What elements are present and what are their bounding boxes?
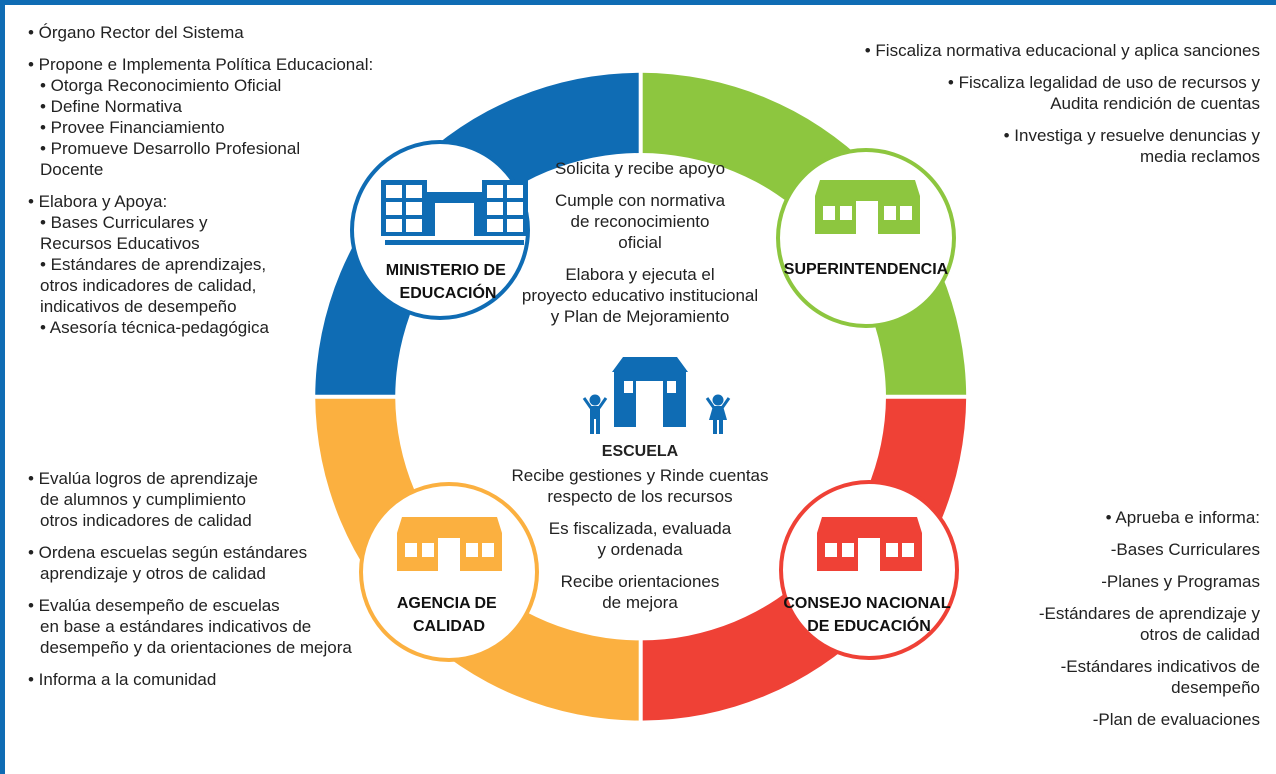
text-line: • Provee Financiamiento bbox=[40, 118, 225, 137]
text-line: -Bases Curriculares bbox=[1110, 540, 1260, 559]
text-line: de alumnos y cumplimiento bbox=[40, 490, 246, 509]
text-line: • Fiscaliza legalidad de uso de recursos… bbox=[947, 73, 1260, 92]
text-line: • Evalúa desempeño de escuelas bbox=[28, 596, 280, 615]
text-line: • Estándares de aprendizajes, bbox=[40, 255, 267, 274]
text-line: • Ordena escuelas según estándares bbox=[28, 543, 308, 562]
text-line: • Otorga Reconocimiento Oficial bbox=[40, 76, 282, 95]
agencia-description: • Evalúa logros de aprendizaje de alumno… bbox=[28, 468, 352, 690]
text-line: Cumple con normativa bbox=[554, 191, 726, 210]
text-line: • Propone e Implementa Política Educacio… bbox=[28, 55, 374, 74]
text-line: -Estándares indicativos de bbox=[1060, 657, 1260, 676]
text-line: oficial bbox=[618, 233, 662, 252]
text-line: Recibe orientaciones bbox=[560, 572, 720, 591]
escuela-receives: Recibe gestiones y Rinde cuentas respect… bbox=[490, 465, 790, 613]
school-building-icon bbox=[817, 517, 922, 571]
text-line: • Fiscaliza normativa educacional y apli… bbox=[864, 41, 1260, 60]
text-line: y Plan de Mejoramiento bbox=[550, 307, 730, 326]
superintendencia-description: • Fiscaliza normativa educacional y apli… bbox=[790, 40, 1260, 167]
ministry-building-icon bbox=[381, 180, 528, 245]
text-line: -Planes y Programas bbox=[1101, 572, 1260, 591]
text-line: • Bases Curriculares y bbox=[40, 213, 208, 232]
text-line: y ordenada bbox=[597, 540, 683, 559]
text-line: • Aprueba e informa: bbox=[1105, 508, 1260, 527]
text-line: proyecto educativo institucional bbox=[521, 286, 759, 305]
text-line: Audita rendición de cuentas bbox=[1050, 94, 1260, 113]
text-line: -Estándares de aprendizaje y bbox=[1038, 604, 1260, 623]
consejo-description: • Aprueba e informa: -Bases Curriculares… bbox=[960, 507, 1260, 730]
text-line: otros indicadores de calidad, bbox=[40, 276, 257, 295]
escuela-obligations: Solicita y recibe apoyo Cumple con norma… bbox=[490, 158, 790, 327]
superintendencia-node: SUPERINTENDENCIA bbox=[776, 148, 956, 328]
text-line: • Asesoría técnica-pedagógica bbox=[40, 318, 269, 337]
text-line: media reclamos bbox=[1140, 147, 1260, 166]
text-line: desempeño bbox=[1171, 678, 1260, 697]
agencia-label: AGENCIA DE CALIDAD bbox=[397, 595, 501, 635]
text-line: aprendizaje y otros de calidad bbox=[40, 564, 266, 583]
consejo-label: CONSEJO NACIONAL DE EDUCACIÓN bbox=[783, 595, 954, 635]
text-line: desempeño y da orientaciones de mejora bbox=[40, 638, 352, 657]
text-line: Solicita y recibe apoyo bbox=[554, 159, 726, 178]
ministerio-description: • Órgano Rector del Sistema • Propone e … bbox=[28, 22, 373, 338]
frame-top-border bbox=[0, 0, 1276, 5]
text-line: • Investiga y resuelve denuncias y bbox=[1003, 126, 1260, 145]
text-line: -Plan de evaluaciones bbox=[1092, 710, 1260, 729]
text-line: • Promueve Desarrollo Profesional bbox=[40, 139, 301, 158]
text-line: otros de calidad bbox=[1139, 625, 1260, 644]
text-line: • Evalúa logros de aprendizaje bbox=[28, 469, 258, 488]
text-line: Es fiscalizada, evaluada bbox=[548, 519, 732, 538]
agencia-node: AGENCIA DE CALIDAD bbox=[359, 482, 539, 662]
consejo-node: CONSEJO NACIONAL DE EDUCACIÓN bbox=[779, 480, 959, 660]
escuela-icon bbox=[612, 357, 688, 427]
ring-segment-ministerio bbox=[315, 72, 641, 397]
text-line: Docente bbox=[40, 160, 104, 179]
ring-segment-agencia bbox=[315, 396, 641, 721]
text-line: • Elabora y Apoya: bbox=[28, 192, 168, 211]
text-line: • Órgano Rector del Sistema bbox=[28, 23, 244, 42]
superintendencia-label: SUPERINTENDENCIA bbox=[784, 261, 949, 278]
text-line: Recibe gestiones y Rinde cuentas bbox=[511, 466, 769, 485]
school-building-icon bbox=[815, 180, 920, 234]
escuela-label: ESCUELA bbox=[601, 443, 679, 460]
ministerio-node: MINISTERIO DE EDUCACIÓN bbox=[350, 140, 530, 320]
text-line: en base a estándares indicativos de bbox=[40, 617, 312, 636]
text-line: de mejora bbox=[602, 593, 678, 612]
text-line: • Informa a la comunidad bbox=[28, 670, 217, 689]
text-line: de reconocimiento bbox=[570, 212, 710, 231]
child-right-icon bbox=[705, 394, 731, 434]
text-line: indicativos de desempeño bbox=[40, 297, 237, 316]
ring-segment-consejo bbox=[640, 396, 967, 721]
text-line: Recursos Educativos bbox=[40, 234, 200, 253]
child-left-icon bbox=[582, 394, 608, 434]
text-line: Elabora y ejecuta el bbox=[565, 265, 715, 284]
ministerio-label: MINISTERIO DE EDUCACIÓN bbox=[386, 262, 510, 302]
text-line: respecto de los recursos bbox=[547, 487, 733, 506]
frame-left-border bbox=[0, 0, 5, 774]
text-line: otros indicadores de calidad bbox=[40, 511, 252, 530]
text-line: • Define Normativa bbox=[40, 97, 183, 116]
school-building-icon bbox=[397, 517, 502, 571]
